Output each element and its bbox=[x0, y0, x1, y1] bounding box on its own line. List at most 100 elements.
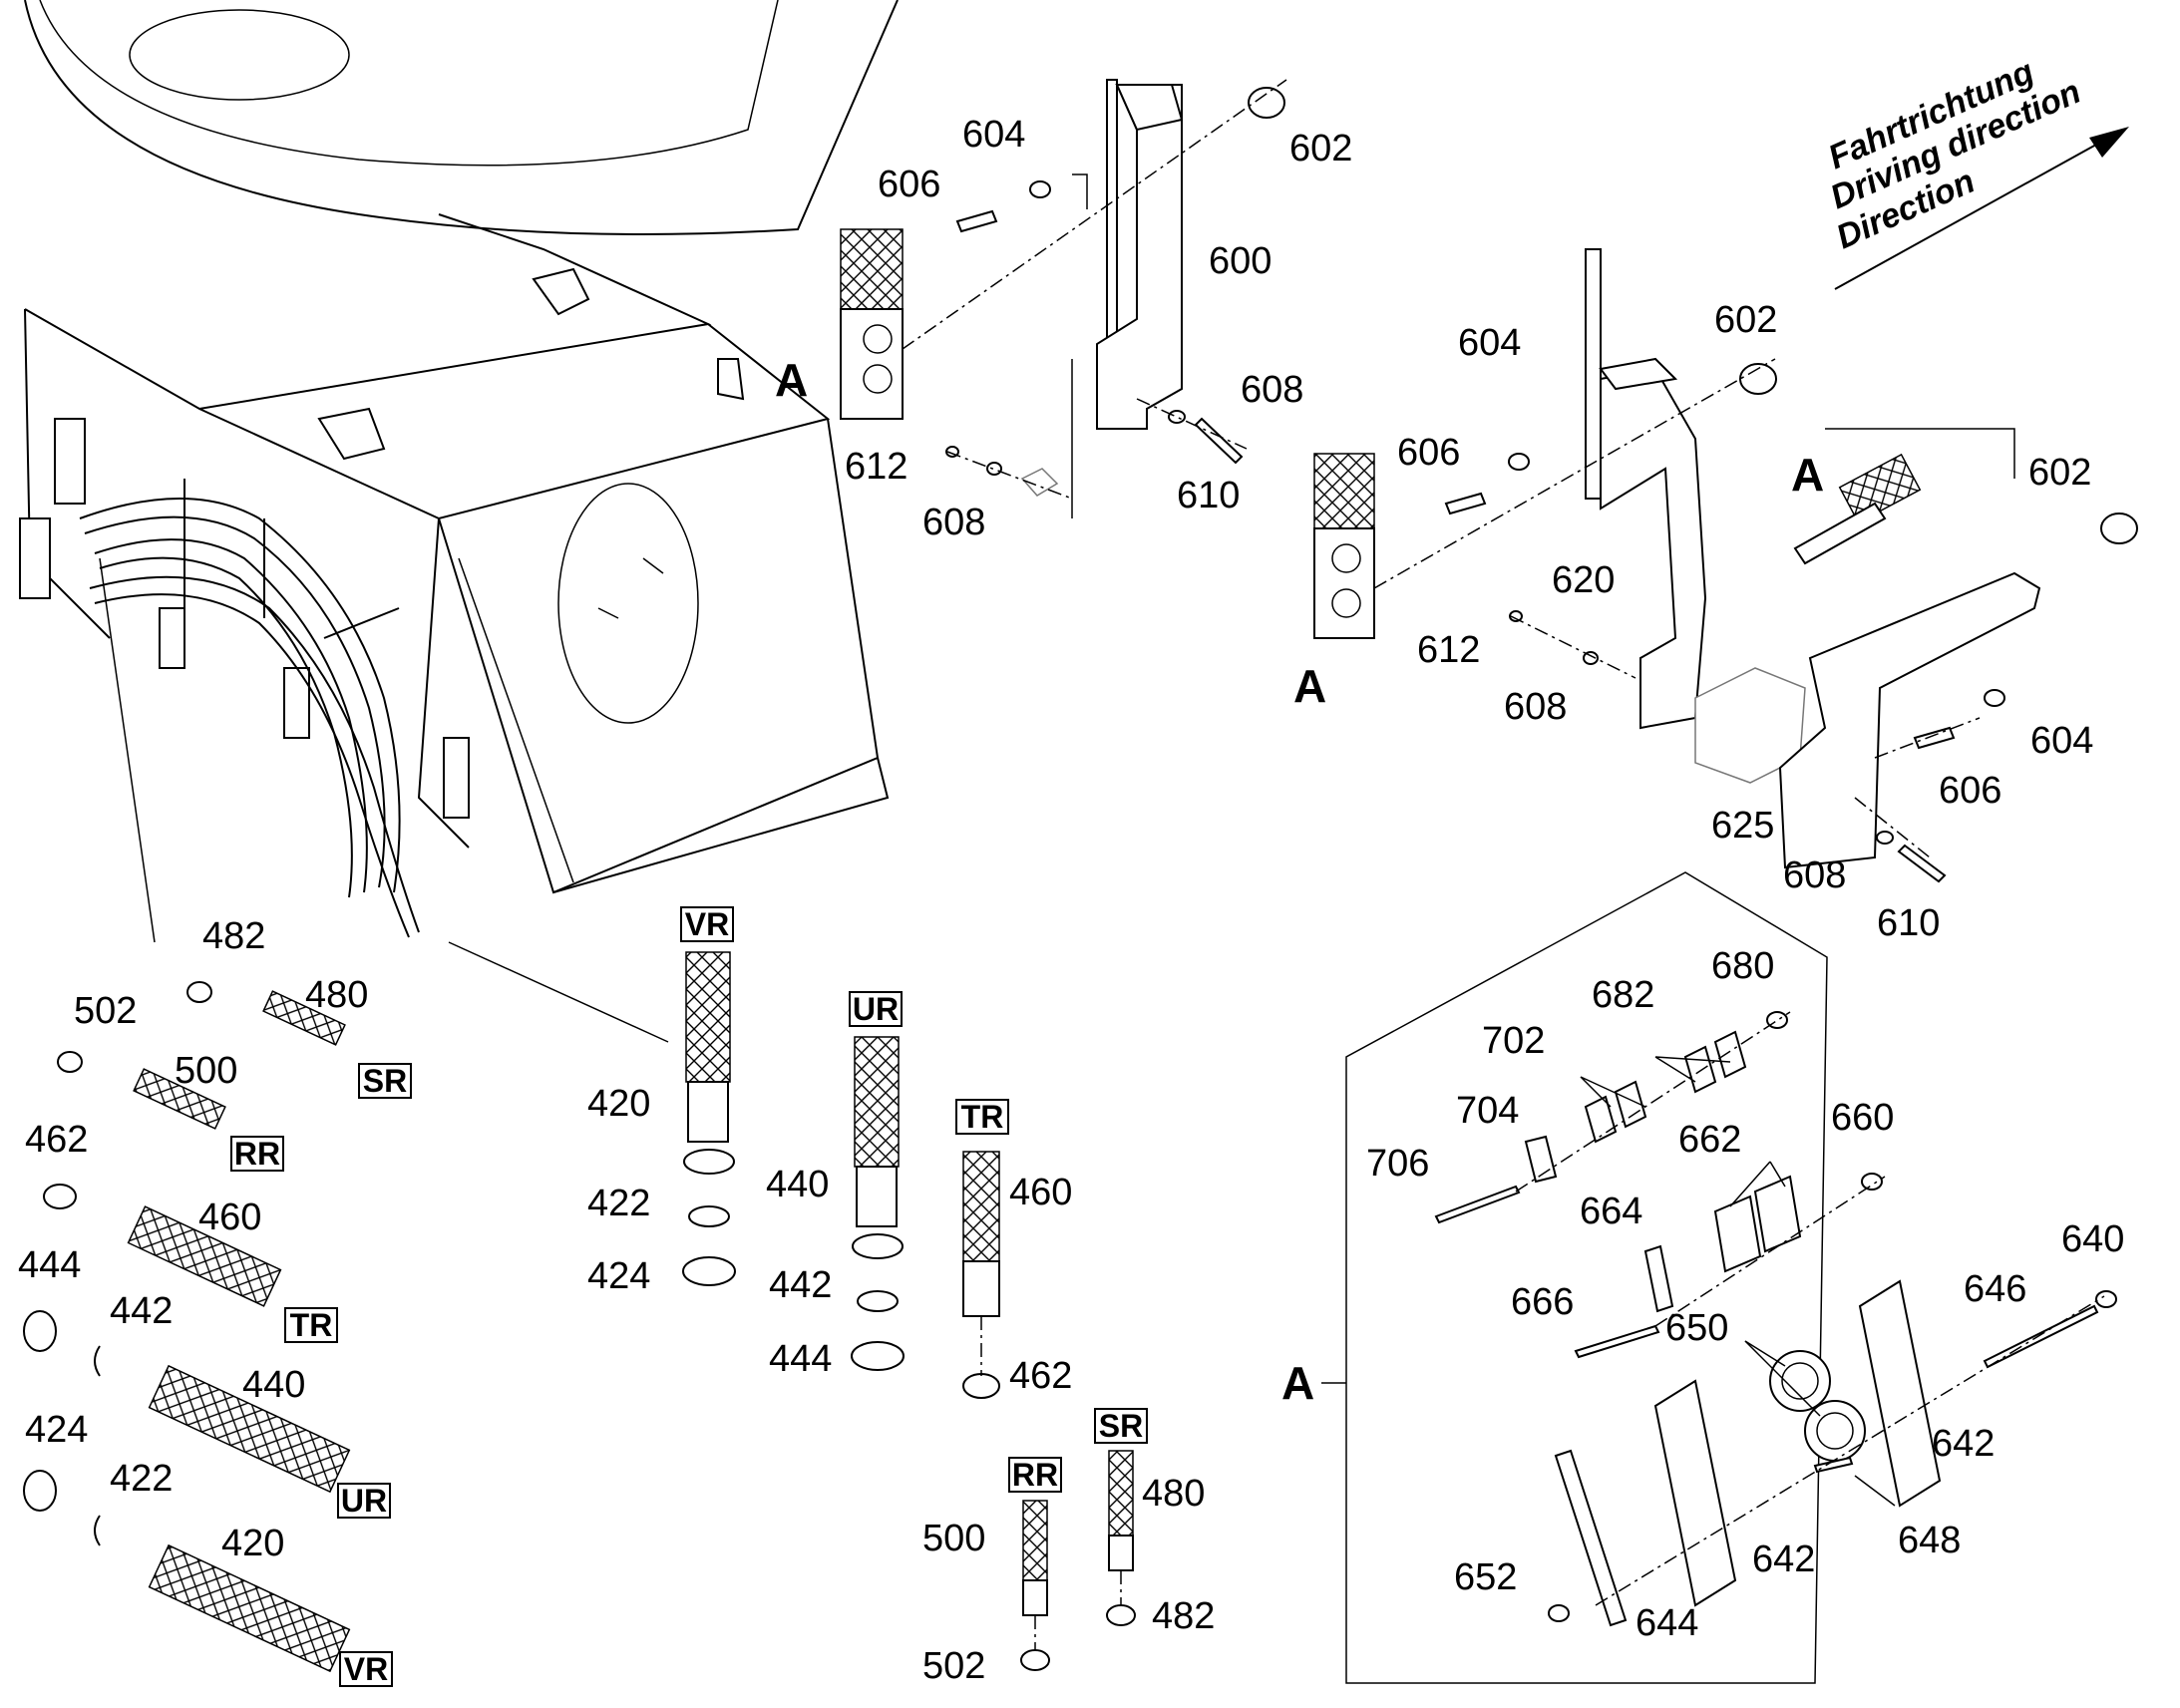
clamp-462-b bbox=[962, 1373, 1000, 1399]
hoses-left bbox=[23, 981, 351, 1673]
clamp-502-a bbox=[57, 1051, 83, 1073]
oring-422-a bbox=[94, 1515, 101, 1546]
label-612-a: 612 bbox=[845, 446, 908, 488]
hose-480-b bbox=[1108, 1450, 1134, 1537]
tag-rr-center: RR bbox=[1012, 1457, 1058, 1493]
tag-tr-top: TR bbox=[961, 1099, 1004, 1135]
label-606-c: 606 bbox=[1939, 770, 2001, 812]
label-648: 648 bbox=[1898, 1520, 1961, 1561]
hose-500-b bbox=[1022, 1500, 1048, 1581]
detail-marker-a-2: A bbox=[1293, 660, 1326, 712]
label-424-a: 424 bbox=[25, 1409, 88, 1451]
label-462-a: 462 bbox=[25, 1119, 88, 1161]
label-610-a: 610 bbox=[1177, 475, 1240, 516]
tag-ur-box-left bbox=[337, 1483, 391, 1519]
bracket-plate-620 bbox=[1600, 367, 1707, 730]
detail-marker-a-3: A bbox=[1791, 449, 1824, 501]
clamp-half-662-b bbox=[1713, 1195, 1762, 1273]
tag-sr-box-center bbox=[1094, 1408, 1148, 1444]
label-604-b: 604 bbox=[1458, 322, 1521, 364]
label-702: 702 bbox=[1482, 1020, 1545, 1062]
label-644: 644 bbox=[1635, 1602, 1698, 1644]
tag-vr-box-left bbox=[339, 1651, 393, 1687]
label-664: 664 bbox=[1580, 1191, 1642, 1232]
bracket-assembly-620 bbox=[1313, 248, 1806, 784]
detail-a-panel bbox=[1321, 871, 2117, 1684]
washer-604-c bbox=[1984, 689, 2005, 707]
detail-marker-a-4: A bbox=[1281, 1357, 1314, 1409]
tag-rr-box-center bbox=[1008, 1457, 1062, 1493]
label-444-b: 444 bbox=[769, 1338, 832, 1380]
hoses-center bbox=[682, 951, 1136, 1671]
label-646: 646 bbox=[1964, 1268, 2026, 1310]
leader-housing-left bbox=[99, 557, 156, 943]
spacer-602-b bbox=[1739, 363, 1777, 395]
clamp-half-702-b bbox=[1584, 1095, 1618, 1144]
label-422-a: 422 bbox=[110, 1458, 173, 1500]
label-660: 660 bbox=[1831, 1097, 1894, 1139]
nut-652 bbox=[1548, 1604, 1570, 1622]
clamp-half-642-b bbox=[1653, 1379, 1737, 1607]
bracket-plate-600 bbox=[1096, 84, 1183, 430]
ring-444-b bbox=[851, 1341, 905, 1371]
tag-rr-left: RR bbox=[234, 1136, 280, 1172]
hose-440-b bbox=[854, 1036, 900, 1168]
label-666: 666 bbox=[1511, 1281, 1574, 1323]
detail-a-frame bbox=[1345, 871, 1828, 1684]
hose-440-a bbox=[148, 1364, 351, 1494]
hose-420-b bbox=[685, 951, 731, 1083]
bolt-606-c bbox=[1913, 726, 1956, 750]
tag-sr-left: SR bbox=[363, 1063, 407, 1099]
clamp-half-702-a bbox=[1614, 1080, 1647, 1129]
hose-460-a bbox=[127, 1205, 282, 1307]
label-424-b: 424 bbox=[587, 1255, 650, 1297]
washer-608-a bbox=[1168, 410, 1186, 424]
hose-480-a bbox=[262, 990, 346, 1046]
label-440-a: 440 bbox=[242, 1364, 305, 1406]
nut-640 bbox=[2095, 1290, 2117, 1308]
ring-444-a bbox=[23, 1310, 57, 1352]
oring-442-b bbox=[857, 1290, 899, 1312]
bolt-666 bbox=[1574, 1324, 1660, 1359]
bolt-606-a bbox=[955, 209, 998, 233]
cover-plate-664 bbox=[1643, 1244, 1674, 1313]
detail-markers: A A A A bbox=[775, 354, 1824, 1409]
washer-608-c bbox=[1583, 651, 1599, 665]
tag-vr-top: VR bbox=[685, 906, 729, 942]
label-482-b: 482 bbox=[1152, 1595, 1215, 1637]
spacer-602-c bbox=[2100, 512, 2138, 544]
label-602-c: 602 bbox=[2028, 452, 2091, 494]
hose-420-a bbox=[148, 1543, 351, 1673]
cover-plate-644 bbox=[1554, 1449, 1628, 1627]
label-620: 620 bbox=[1552, 559, 1615, 601]
hose-clamp-block-c bbox=[1838, 453, 1922, 524]
label-602-b: 602 bbox=[1714, 299, 1777, 341]
label-652: 652 bbox=[1454, 1556, 1517, 1598]
direction-arrow-shaft bbox=[1834, 134, 2115, 290]
tag-tr-left: TR bbox=[290, 1307, 333, 1343]
ring-424-a bbox=[23, 1470, 57, 1512]
label-460-a: 460 bbox=[198, 1196, 261, 1238]
hose-bundle bbox=[79, 479, 420, 938]
oring-422-b bbox=[688, 1205, 730, 1227]
label-420-a: 420 bbox=[221, 1523, 284, 1564]
label-608-b: 608 bbox=[922, 502, 985, 543]
label-422-b: 422 bbox=[587, 1183, 650, 1224]
part-labels: 604 606 602 600 608 612 610 608 604 602 … bbox=[18, 114, 2124, 1687]
clamp-insert-650-a bbox=[1769, 1350, 1831, 1412]
label-640: 640 bbox=[2061, 1218, 2124, 1260]
label-500-b: 500 bbox=[922, 1518, 985, 1559]
leader-housing-right bbox=[448, 941, 669, 1043]
nut-660 bbox=[1861, 1173, 1883, 1191]
clamp-482-b bbox=[1106, 1604, 1136, 1626]
label-480-b: 480 bbox=[1142, 1473, 1205, 1515]
bolt-610-b bbox=[1897, 844, 1947, 883]
label-662: 662 bbox=[1678, 1119, 1741, 1161]
clamp-462-a bbox=[43, 1184, 77, 1209]
clamp-half-682-a bbox=[1713, 1030, 1747, 1079]
tag-vr-top-box bbox=[680, 906, 734, 942]
label-704: 704 bbox=[1456, 1090, 1519, 1132]
direction-arrow-head bbox=[2089, 127, 2129, 158]
label-706: 706 bbox=[1366, 1143, 1429, 1185]
